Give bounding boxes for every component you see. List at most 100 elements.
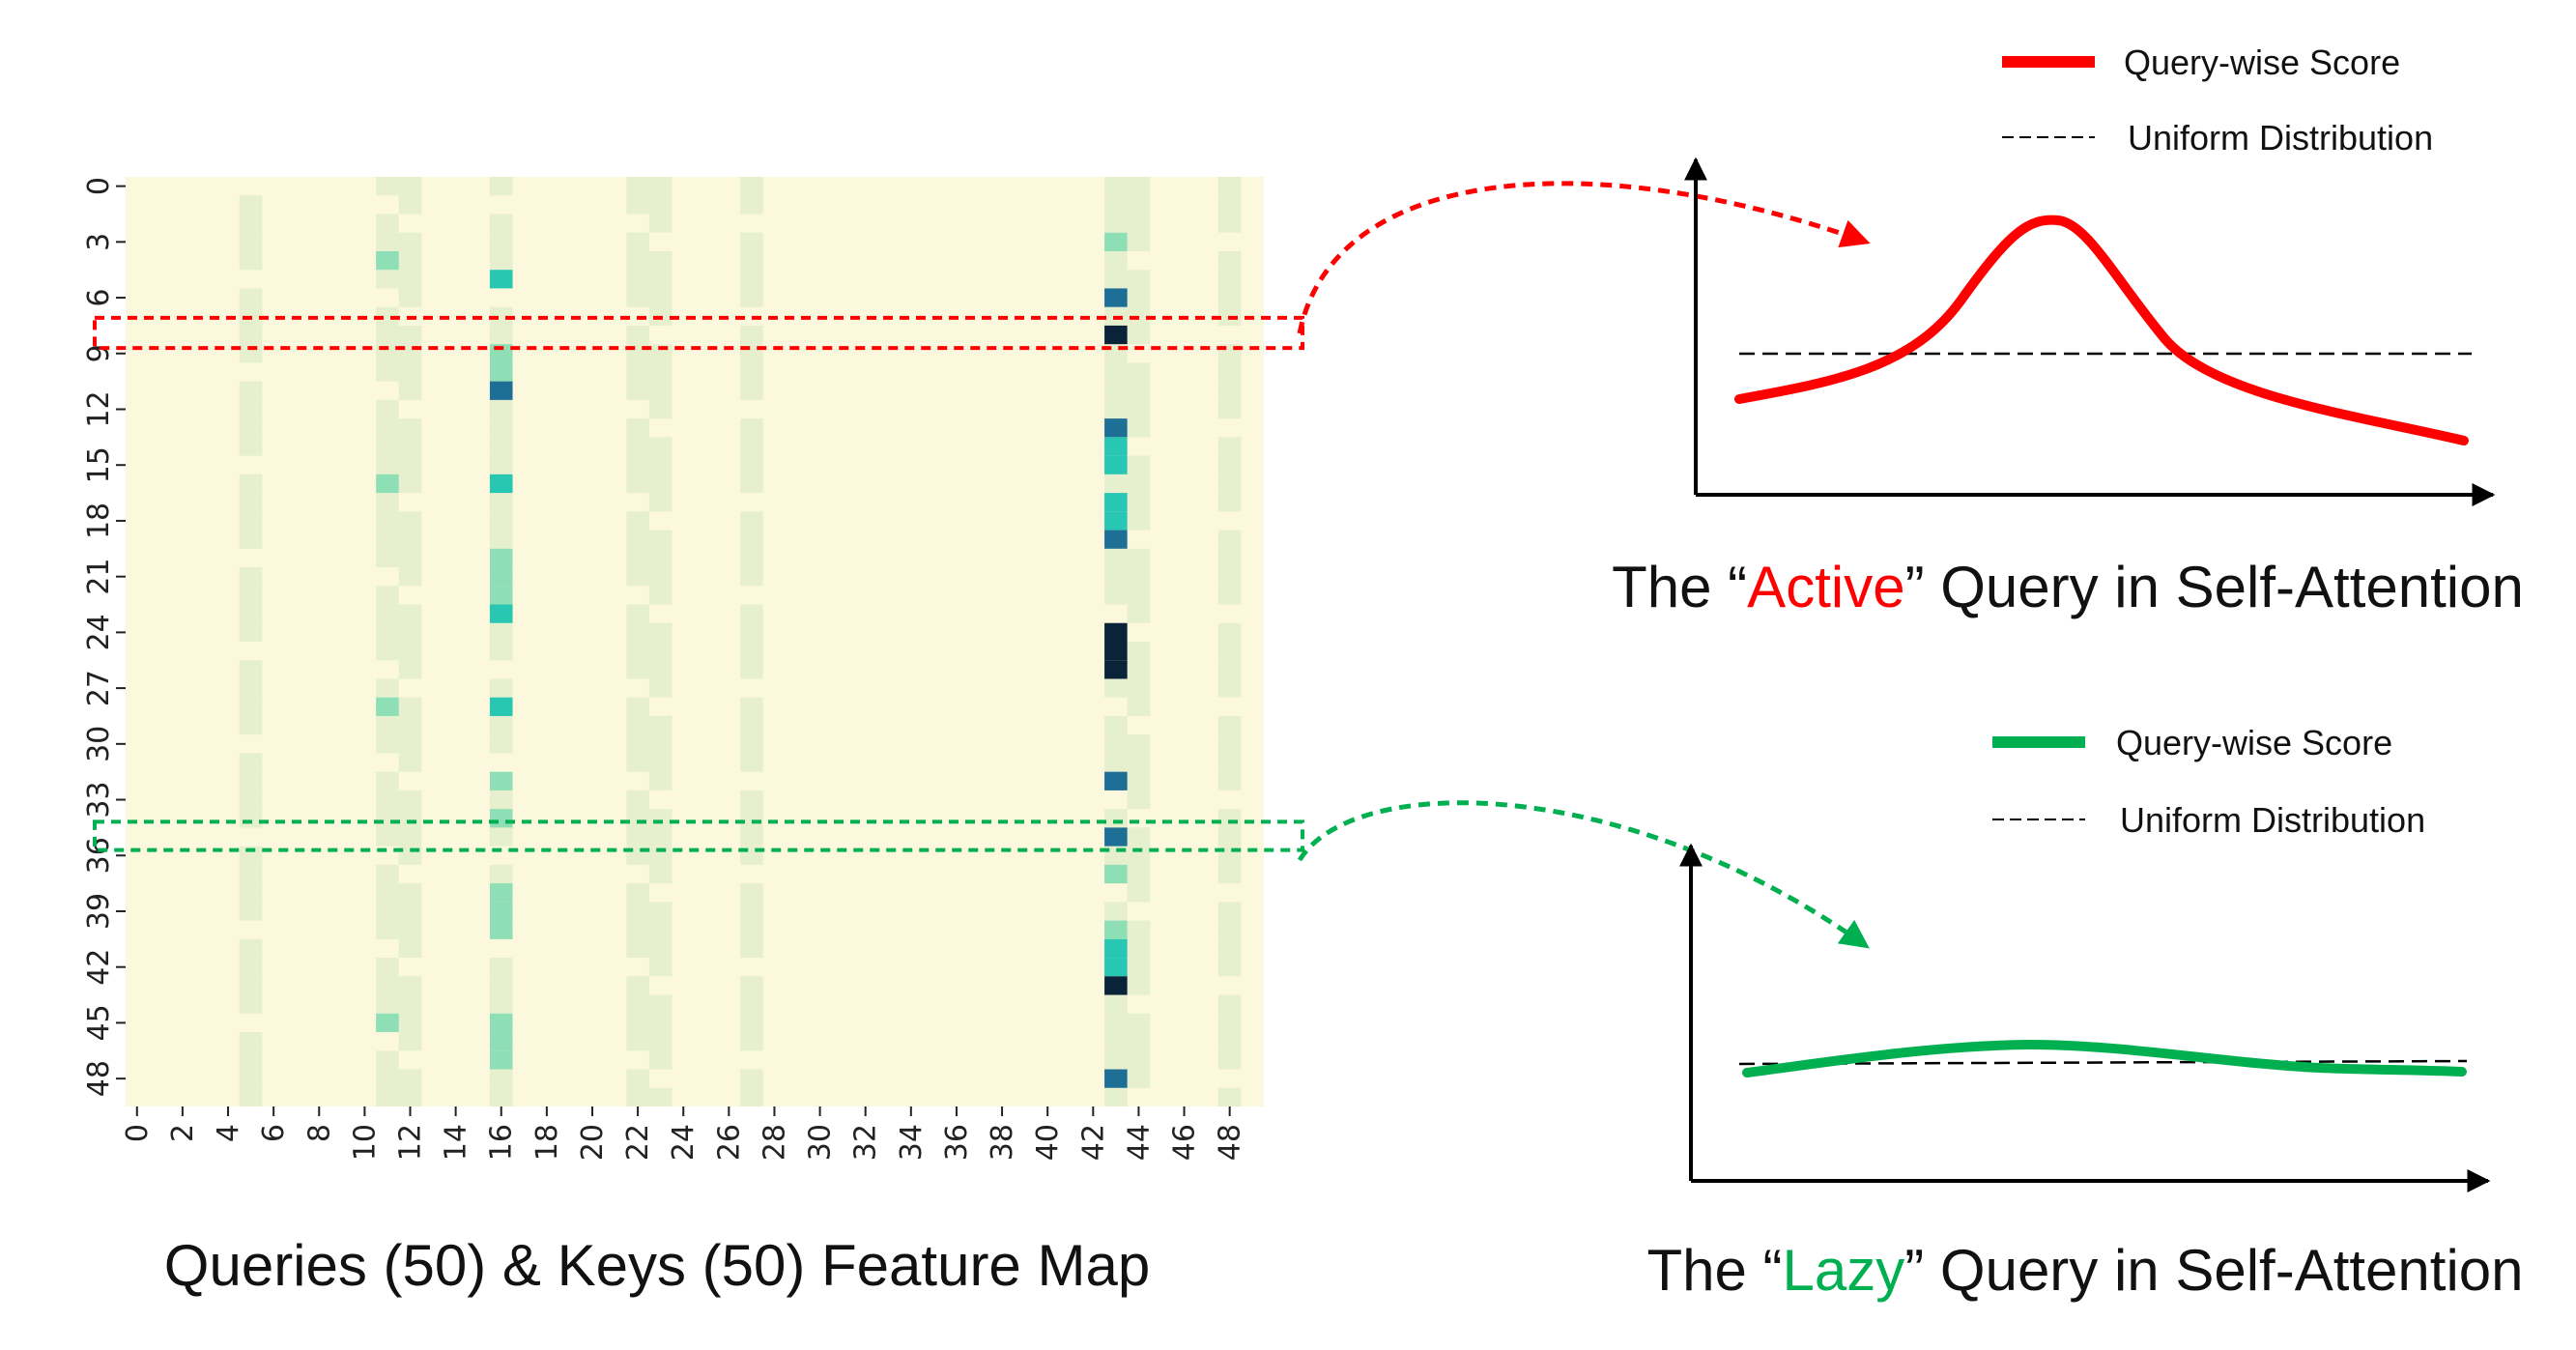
heatmap-cell (376, 437, 399, 456)
heatmap-cell (740, 474, 763, 494)
heatmap-cell (626, 250, 649, 271)
heatmap-cell (1127, 920, 1151, 939)
heatmap-cell (648, 827, 673, 847)
heatmap-cell (489, 511, 513, 531)
heatmap-cell (398, 511, 422, 531)
heatmap-cell (398, 604, 422, 623)
heatmap-cell (1104, 994, 1128, 1014)
heatmap-cell (648, 771, 673, 790)
heatmap-cell (740, 642, 763, 661)
heatmap-cell (1104, 548, 1128, 568)
y-tick-label: 30 (82, 726, 116, 762)
heatmap-cell (1104, 362, 1128, 382)
heatmap-cell (489, 214, 513, 233)
heatmap-cell (1217, 195, 1242, 215)
heatmap-cell (1127, 418, 1151, 438)
heatmap-cell (376, 586, 399, 605)
x-tick-label: 46 (1168, 1124, 1202, 1161)
lazy-uniform-line (1738, 1059, 2468, 1066)
heatmap-cell (376, 1087, 399, 1106)
active-row-highlight (93, 315, 1304, 351)
x-tick-label: 2 (166, 1124, 200, 1142)
heatmap-cell (1217, 586, 1242, 605)
heatmap-cell (239, 660, 263, 679)
heatmap-cell (1217, 734, 1242, 754)
heatmap-cell (1217, 567, 1242, 587)
y-tick-label: 33 (82, 781, 116, 818)
heatmap-cell (626, 530, 649, 549)
heatmap-cell (626, 883, 649, 903)
heatmap-cell (626, 994, 649, 1014)
heatmap-cell (489, 697, 513, 716)
heatmap-cell (239, 1050, 263, 1070)
heatmap-cell (376, 994, 399, 1014)
heatmap-cell (489, 548, 513, 568)
heatmap-cell (376, 715, 399, 735)
heatmap-cell (626, 232, 649, 251)
heatmap-cell (376, 920, 399, 939)
heatmap-cell (626, 976, 649, 995)
lazy-panel: Query-wise Score Uniform Distribution Th… (1646, 723, 2523, 1303)
heatmap-cell (1217, 902, 1242, 921)
heatmap-cell (1127, 864, 1151, 884)
heatmap-cell (1217, 177, 1242, 196)
heatmap-cell (648, 734, 673, 754)
heatmap-cell (1104, 455, 1128, 474)
active-caption-highlight: Active (1747, 555, 1904, 619)
heatmap-cell (489, 399, 513, 419)
heatmap-cell (1104, 214, 1128, 233)
heatmap-cell (648, 938, 673, 959)
heatmap-cell (1217, 288, 1242, 307)
heatmap-cell (626, 548, 649, 568)
heatmap-cell (376, 734, 399, 754)
heatmap-cell (489, 994, 513, 1014)
heatmap-cell (740, 455, 763, 474)
heatmap-cell (1104, 771, 1128, 790)
heatmap-cell (1217, 938, 1242, 959)
heatmap-background (126, 177, 1264, 1106)
heatmap-cell (740, 790, 763, 810)
heatmap-cell (239, 232, 263, 251)
heatmap-cell (376, 958, 399, 977)
heatmap-cell (1104, 530, 1128, 549)
heatmap-cell (398, 548, 422, 568)
heatmap-cell (648, 715, 673, 735)
heatmap-cell (376, 325, 399, 345)
heatmap-cell (648, 1087, 673, 1106)
heatmap-cell (648, 622, 673, 642)
heatmap-cell (489, 642, 513, 661)
heatmap-cell (489, 1013, 513, 1033)
heatmap-cell (1104, 864, 1128, 884)
heatmap-cell (376, 790, 399, 810)
heatmap-cell (489, 381, 513, 400)
heatmap-cell (398, 567, 422, 587)
y-tick-label: 24 (82, 614, 116, 650)
lazy-score-curve (1742, 1039, 2467, 1077)
active-legend: Query-wise Score Uniform Distribution (2002, 43, 2433, 158)
heatmap-cell (376, 827, 399, 847)
heatmap-cell (376, 1050, 399, 1070)
heatmap-cell (1127, 493, 1151, 512)
heatmap-cell (489, 437, 513, 456)
x-tick-label: 8 (302, 1124, 336, 1142)
lazy-legend: Query-wise Score Uniform Distribution (1992, 723, 2425, 840)
heatmap-cell (1217, 715, 1242, 735)
x-tick-label: 24 (667, 1124, 701, 1161)
heatmap-cell (239, 493, 263, 512)
heatmap-cell (1127, 1013, 1151, 1033)
heatmap-cell (376, 418, 399, 438)
heatmap-cell (626, 1032, 649, 1051)
x-tick-label: 40 (1031, 1124, 1065, 1161)
y-tick-label: 45 (82, 1004, 116, 1041)
heatmap-cell (648, 195, 673, 215)
heatmap-cell (239, 567, 263, 587)
heatmap-cell (239, 994, 263, 1014)
heatmap-cell (376, 604, 399, 623)
heatmap-cell (398, 1032, 422, 1051)
heatmap-cell (489, 809, 513, 828)
heatmap-cell (1217, 250, 1242, 271)
active-legend-uniform-label: Uniform Distribution (2128, 118, 2433, 158)
heatmap-cell (648, 548, 673, 568)
heatmap-cell (1104, 1050, 1128, 1070)
